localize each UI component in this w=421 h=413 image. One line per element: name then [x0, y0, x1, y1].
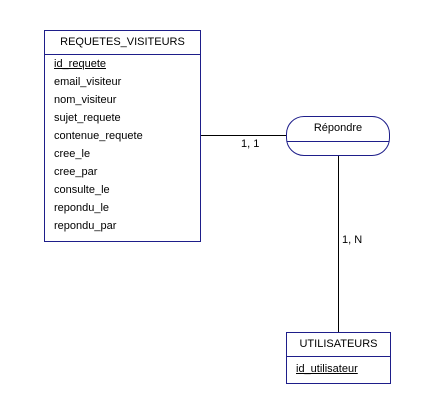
- entity-title: REQUETES_VISITEURS: [45, 31, 200, 55]
- relation-title: Répondre: [313, 122, 363, 134]
- attribute-primary-key: id_utilisateur: [296, 363, 358, 375]
- entity-title: UTILISATEURS: [287, 333, 390, 357]
- link-requetes-repondre: [201, 135, 286, 136]
- relation-divider: [287, 141, 389, 142]
- attribute-primary-key: id_requete: [54, 58, 106, 70]
- attribute: nom_visiteur: [54, 94, 117, 106]
- attribute: email_visiteur: [54, 76, 122, 88]
- attribute: sujet_requete: [54, 112, 121, 124]
- attribute: cree_le: [54, 148, 91, 160]
- attribute: repondu_par: [54, 220, 117, 232]
- entity-requetes-visiteurs[interactable]: REQUETES_VISITEURS id_requete email_visi…: [44, 30, 201, 242]
- attribute: cree_par: [54, 166, 98, 178]
- cardinality-requetes: 1, 1: [241, 138, 260, 150]
- link-repondre-utilisateurs: [338, 156, 339, 332]
- relation-repondre[interactable]: Répondre: [286, 116, 390, 156]
- cardinality-utilisateurs: 1, N: [342, 234, 363, 246]
- attribute-list: id_requete email_visiteur nom_visiteur s…: [45, 55, 200, 238]
- entity-utilisateurs[interactable]: UTILISATEURS id_utilisateur: [286, 332, 391, 384]
- attribute: consulte_le: [54, 184, 110, 196]
- attribute: contenue_requete: [54, 130, 143, 142]
- attribute-list: id_utilisateur: [287, 357, 390, 381]
- attribute: repondu_le: [54, 202, 110, 214]
